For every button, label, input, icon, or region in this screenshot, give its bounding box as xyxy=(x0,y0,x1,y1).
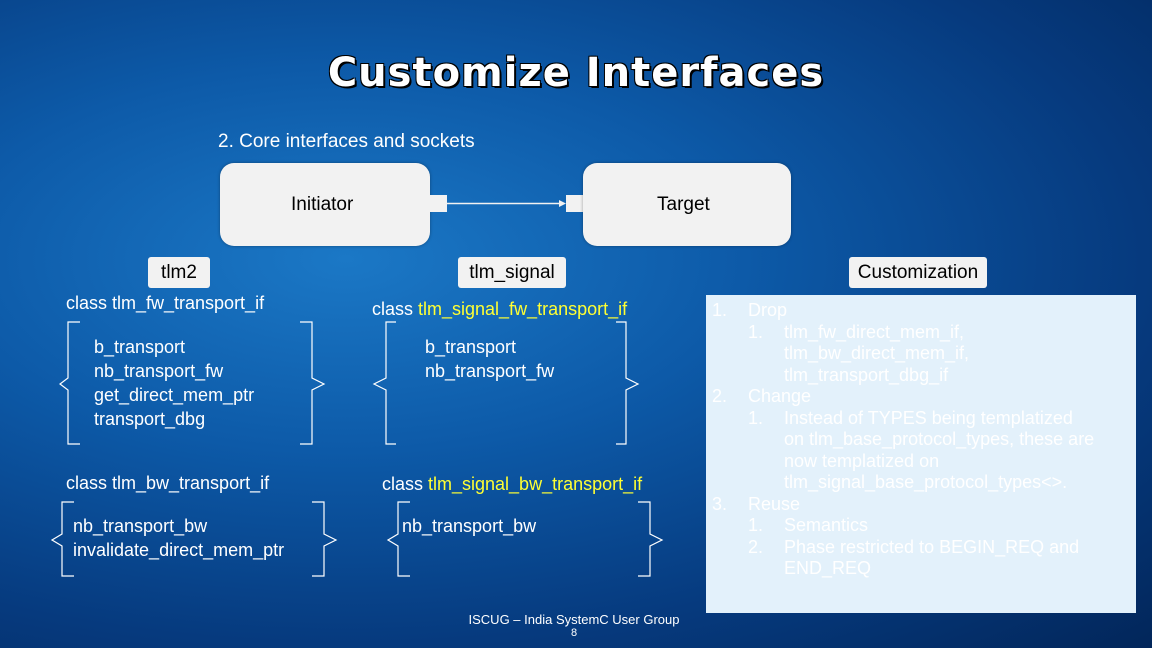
tlm2-fw-methods: b_transport nb_transport_fw get_direct_m… xyxy=(94,335,254,431)
tlm2-fw-brace xyxy=(59,321,326,445)
tlm-signal-bw-class-name: tlm_signal_bw_transport_if xyxy=(428,474,643,494)
method-nb-transport-bw: nb_transport_bw xyxy=(73,516,208,536)
customization-header: Customization xyxy=(849,257,987,288)
list-item-change: Change xyxy=(748,386,812,406)
footer: ISCUG – India SystemC User Group 8 xyxy=(430,612,718,639)
page-number: 8 xyxy=(570,627,578,639)
method-nb-transport-fw: nb_transport_fw xyxy=(94,361,224,381)
initiator-socket xyxy=(430,195,447,212)
list-item-text: tlm_transport_dbg_if xyxy=(784,364,949,385)
target-box: Target xyxy=(583,163,791,246)
customization-panel xyxy=(706,295,1136,613)
socket-connection xyxy=(447,200,566,207)
tlm-signal-fw-class: class tlm_signal_fw_transport_if xyxy=(372,297,627,321)
tlm2-bw-class: class tlm_bw_transport_if xyxy=(66,473,270,493)
list-item-text: Semantics xyxy=(784,515,869,535)
list-num: 1. xyxy=(748,407,764,428)
method-invalidate-direct-mem-ptr: invalidate_direct_mem_ptr xyxy=(73,540,285,560)
list-item-reuse: Reuse xyxy=(748,493,801,514)
target-label: Target xyxy=(657,194,710,215)
tlm-signal-header: tlm_signal xyxy=(458,257,566,288)
tlm2-header: tlm2 xyxy=(148,257,210,288)
list-num: 1. xyxy=(712,300,728,320)
tlm-signal-fw-methods: b_transport nb_transport_fw xyxy=(425,335,554,383)
section-subtitle: 2. Core interfaces and sockets xyxy=(218,131,475,152)
list-item-drop: Drop xyxy=(748,300,788,320)
method-b-transport: b_transport xyxy=(425,337,517,357)
tlm-signal-fw-brace xyxy=(372,321,640,445)
class-keyword: class xyxy=(382,474,429,494)
class-keyword: class xyxy=(372,299,419,319)
tlm-signal-bw-class: class tlm_signal_bw_transport_if xyxy=(382,472,642,496)
tlm-signal-fw-class-name: tlm_signal_fw_transport_if xyxy=(418,299,628,319)
tlm-signal-bw-brace xyxy=(386,501,664,577)
method-nb-transport-bw: nb_transport_bw xyxy=(402,516,537,536)
tlm2-fw-class: class tlm_fw_transport_if xyxy=(66,293,265,313)
tlm2-bw-brace xyxy=(50,501,338,577)
footer-text: ISCUG – India SystemC User Group xyxy=(468,612,680,627)
tlm2-bw-methods: nb_transport_bw invalidate_direct_mem_pt… xyxy=(73,514,284,562)
method-nb-transport-fw: nb_transport_fw xyxy=(425,361,555,381)
list-num: 1. xyxy=(748,515,764,535)
initiator-label: Initiator xyxy=(291,194,354,215)
list-item-text: tlm_bw_direct_mem_if, xyxy=(784,343,970,363)
initiator-box: Initiator xyxy=(220,163,430,246)
list-item-text: on tlm_base_protocol_types, these are xyxy=(784,429,1095,449)
list-num: 1. xyxy=(748,321,764,342)
list-item-text: END_REQ xyxy=(784,558,872,578)
slide-title: Customize Interfaces xyxy=(327,50,825,96)
customization-list: 1. Drop 1. tlm_fw_direct_mem_if, tlm_bw_… xyxy=(706,300,1146,590)
method-b-transport: b_transport xyxy=(94,337,186,357)
list-item-text: Instead of TYPES being templatized xyxy=(784,407,1073,428)
list-item-text: tlm_signal_base_protocol_types<>. xyxy=(784,472,1068,492)
list-item-text: tlm_fw_direct_mem_if, xyxy=(784,321,965,342)
list-item-text: Phase restricted to BEGIN_REQ and xyxy=(784,536,1080,557)
list-num: 3. xyxy=(712,493,728,514)
method-transport-dbg: transport_dbg xyxy=(94,409,206,429)
target-socket xyxy=(566,195,583,212)
method-get-direct-mem-ptr: get_direct_mem_ptr xyxy=(94,385,255,405)
tlm-signal-bw-methods: nb_transport_bw xyxy=(402,514,536,538)
list-num: 2. xyxy=(748,536,764,557)
list-item-text: now templatized on xyxy=(784,450,940,471)
list-num: 2. xyxy=(712,386,728,406)
